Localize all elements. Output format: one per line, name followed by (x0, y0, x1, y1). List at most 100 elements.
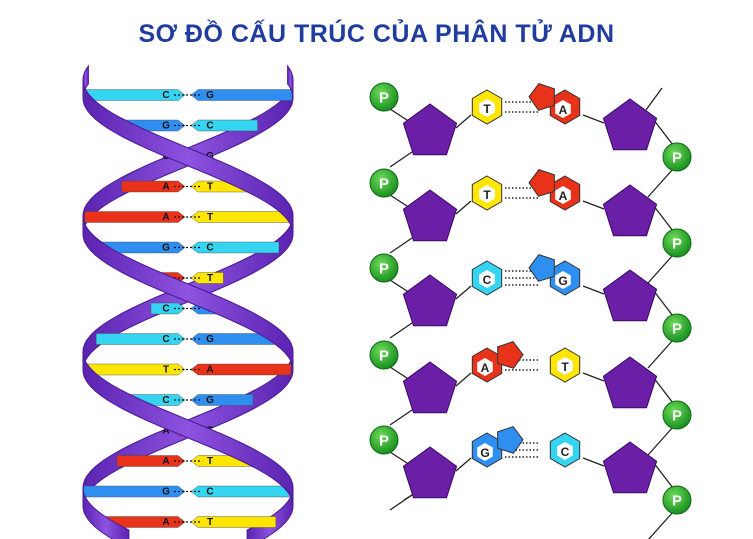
glycosidic-bond (582, 285, 605, 295)
nucleotide-base-g: G (528, 254, 581, 296)
phosphate-group: P (369, 253, 399, 283)
phosphate-label: P (379, 348, 389, 365)
base-letter: A (559, 189, 568, 203)
base-letter: T (561, 360, 569, 374)
phosphate-circle (369, 340, 399, 370)
base-label: C (162, 90, 169, 101)
glycosidic-bond (455, 285, 472, 300)
base-label: G (162, 243, 170, 254)
backbone-ribbon (82, 351, 294, 507)
phosphate-group: P (662, 485, 692, 515)
label-spot (479, 99, 495, 117)
phosphate-label: P (672, 150, 682, 167)
base-label: G (206, 151, 214, 162)
deoxyribose-sugar-left (402, 361, 458, 414)
backbone-tail (645, 87, 663, 111)
backbone-bond (648, 511, 674, 539)
imidazole-ring (528, 83, 555, 111)
backbone-ribbon (82, 79, 294, 235)
base-letter: C (561, 445, 570, 459)
base-t (190, 272, 224, 284)
backbone-bond (647, 254, 674, 284)
backbone-bond (389, 151, 413, 168)
nucleotide-base-t: T (471, 89, 503, 125)
glycosidic-bond (455, 200, 472, 215)
imidazole-ring (528, 169, 555, 197)
backbone-bond (389, 451, 411, 466)
phosphate-circle (662, 400, 692, 430)
base-label: C (162, 334, 169, 345)
phosphate-label: P (379, 176, 389, 193)
base-g (190, 394, 254, 406)
backbone-bond (389, 322, 413, 339)
label-spot (479, 185, 495, 203)
deoxyribose-sugar-left (402, 446, 458, 499)
base-t (190, 516, 277, 528)
deoxyribose-sugar-right (602, 441, 658, 494)
base-label: T (207, 273, 213, 284)
base-label: C (206, 121, 213, 132)
base-c (95, 333, 186, 345)
base-label: G (206, 334, 214, 345)
label-spot (557, 442, 573, 460)
nucleotide-base-a: A (528, 83, 581, 125)
backbone-ribbon (82, 487, 130, 539)
phosphate-circle (662, 485, 692, 515)
phosphate-circle (369, 425, 399, 455)
deoxyribose-sugar-left (402, 274, 458, 327)
phosphate-group: P (369, 82, 399, 112)
nucleotide-base-a: A (528, 169, 581, 211)
nucleotide-base-c: C (471, 260, 503, 296)
base-label: T (207, 212, 213, 223)
phosphate-group: P (369, 168, 399, 198)
deoxyribose-sugar-right (602, 269, 658, 322)
base-label: A (206, 365, 213, 376)
phosphate-circle (369, 168, 399, 198)
nucleotide-base-g: G (471, 426, 524, 468)
nucleotide-base-t: T (471, 175, 503, 211)
phosphate-circle (369, 82, 399, 112)
label-spot (555, 271, 571, 289)
deoxyribose-sugar-left (402, 189, 458, 242)
phosphate-group: P (662, 313, 692, 343)
helix-strand-b-front (82, 79, 294, 507)
base-label: A (162, 426, 169, 437)
nucleotide-pair-row (402, 356, 658, 414)
base-a (84, 211, 186, 223)
base-a (121, 180, 186, 193)
label-spot (479, 270, 495, 288)
base-letter: A (481, 361, 490, 375)
nucleotide-pair-row (402, 184, 658, 242)
nucleotide-base-c: C (549, 432, 581, 468)
base-c (190, 119, 258, 132)
phosphate-label: P (672, 493, 682, 510)
imidazole-ring (497, 426, 524, 454)
backbone-bond (389, 108, 411, 123)
glycosidic-bond (582, 372, 605, 382)
glycosidic-bond (455, 372, 472, 387)
glycosidic-bond (582, 457, 605, 467)
base-letter: C (483, 273, 492, 287)
glycosidic-bond (455, 457, 472, 472)
glycosidic-bond (455, 114, 472, 129)
nucleotide-pair-row (402, 269, 658, 327)
nucleotide-base-a: A (471, 341, 524, 383)
base-label: A (162, 212, 169, 223)
label-spot (557, 357, 573, 375)
backbone-bond (389, 194, 411, 209)
double-helix: CGGCCGATATGCATCGCGTACGATATGCAT (82, 64, 294, 539)
base-letter: A (559, 103, 568, 117)
nucleotide-base-t: T (549, 347, 581, 383)
nucleotide-pair-row (402, 98, 658, 156)
base-a (190, 363, 292, 376)
label-spot (477, 358, 493, 376)
backbone-ribbon (82, 215, 294, 371)
base-c (83, 89, 186, 101)
base-label: A (162, 456, 169, 467)
base-letter: T (483, 102, 491, 116)
imidazole-ring (528, 254, 555, 282)
